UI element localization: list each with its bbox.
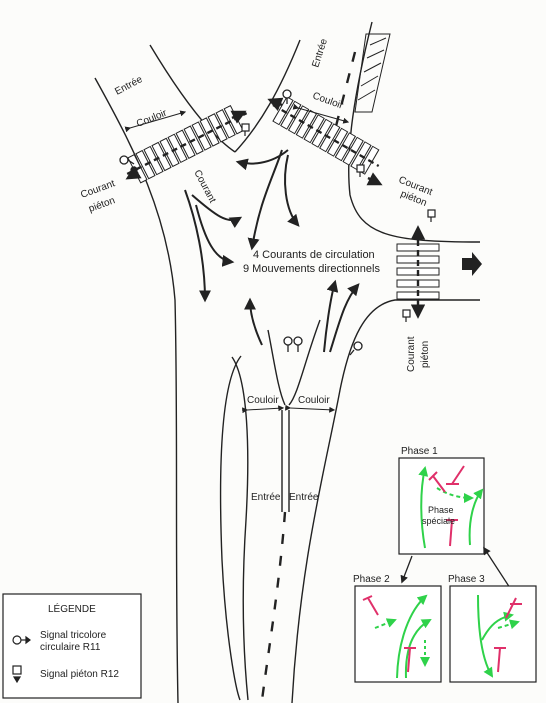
legend-item1-line1: Signal tricolore [40, 630, 107, 641]
road-edge-right-outer-top [348, 21, 481, 243]
phase3-title: Phase 3 [448, 574, 485, 585]
label-center-1: 4 Courants de circulation [253, 249, 375, 261]
phase3-marks [477, 594, 522, 678]
signal-r11-left [119, 155, 138, 174]
ped-arrow-left-end [125, 165, 142, 180]
label-entree-bl: Entrée [251, 492, 281, 503]
phase2-title: Phase 2 [353, 574, 390, 585]
road-edges [94, 21, 481, 703]
exit-arrow-right [462, 252, 482, 276]
legend-item2: Signal piéton R12 [40, 669, 119, 680]
move-left-down-2 [191, 194, 243, 229]
signal-pieton-icons [241, 123, 436, 322]
label-entree-tl: Entrée [113, 74, 145, 98]
signal-r11-top [282, 89, 292, 104]
legend: LÉGENDE Signal tricolore circulaire R11 … [2, 593, 142, 699]
phase-diagrams: Phase 1 Phase spéciale Phase 2 Phase 3 [353, 446, 537, 683]
couloir-arrows [124, 103, 350, 414]
label-entree-br: Entrée [289, 492, 319, 503]
ped-arrow-right-start [267, 97, 284, 112]
signal-r12-d [402, 309, 411, 322]
label-couloir-tr: Couloir [311, 90, 345, 111]
move-right-down-3 [284, 154, 300, 227]
ped-arrow-left-start [230, 110, 247, 124]
move-left-down-3 [195, 204, 235, 267]
phase3-box [449, 585, 537, 683]
median-left-edge [267, 329, 286, 406]
signal-r12-b [356, 164, 365, 177]
road-edge-left-inner [149, 44, 236, 153]
legend-title: LÉGENDE [48, 602, 96, 615]
label-courant-vert-2: piéton [420, 341, 431, 368]
signal-r11-center-1 [283, 336, 293, 352]
move-left-down-1 [184, 189, 211, 303]
legend-item1-line2: circulaire R11 [40, 642, 101, 653]
move-up-3 [329, 283, 360, 353]
move-up-1 [244, 297, 263, 346]
phase1-special-2: spéciale [422, 516, 455, 526]
hatched-area [354, 33, 391, 113]
phase2-marks [362, 594, 432, 679]
crosswalk-left [126, 104, 248, 184]
legend-box [2, 593, 142, 699]
crosswalk-vertical [396, 225, 440, 319]
label-entree-tr: Entrée [310, 37, 330, 69]
road-edge-right-lower [291, 299, 480, 703]
label-center-2: 9 Mouvements directionnels [243, 263, 380, 275]
move-right-down-1 [247, 149, 283, 251]
arrow-phase3-to-1 [483, 546, 511, 589]
movement-arrows [184, 149, 360, 353]
signal-r11-center-2 [293, 336, 303, 352]
legend-icon-r12 [12, 665, 22, 684]
label-courant-vert-1: Courant [406, 336, 417, 372]
road-labels: Entrée Couloir Entrée Couloir Courant pi… [79, 37, 434, 503]
phase1-special-1: Phase [428, 505, 454, 515]
phase1-marks [418, 465, 484, 549]
label-couloir-tl: Couloir [135, 107, 169, 129]
label-couloir-br: Couloir [298, 395, 330, 406]
move-up-2 [323, 279, 339, 353]
ped-arrow-right-end [366, 172, 383, 186]
signal-r12-c [427, 209, 436, 222]
move-right-down-2 [235, 149, 289, 171]
legend-icon-r11 [12, 635, 31, 645]
median-island-left [231, 356, 249, 701]
arrow-phase1-to-2 [400, 555, 413, 584]
signal-tricolore-icons [119, 89, 363, 356]
label-courant-left-2: piéton [87, 195, 116, 215]
median-island-right [219, 355, 242, 701]
label-courant-mid: Courant [191, 168, 218, 205]
phase1-title: Phase 1 [401, 446, 438, 457]
label-couloir-bl: Couloir [247, 395, 279, 406]
signal-r11-right [349, 341, 363, 356]
median-right-edge [288, 319, 321, 406]
signal-r12-a [241, 123, 250, 136]
